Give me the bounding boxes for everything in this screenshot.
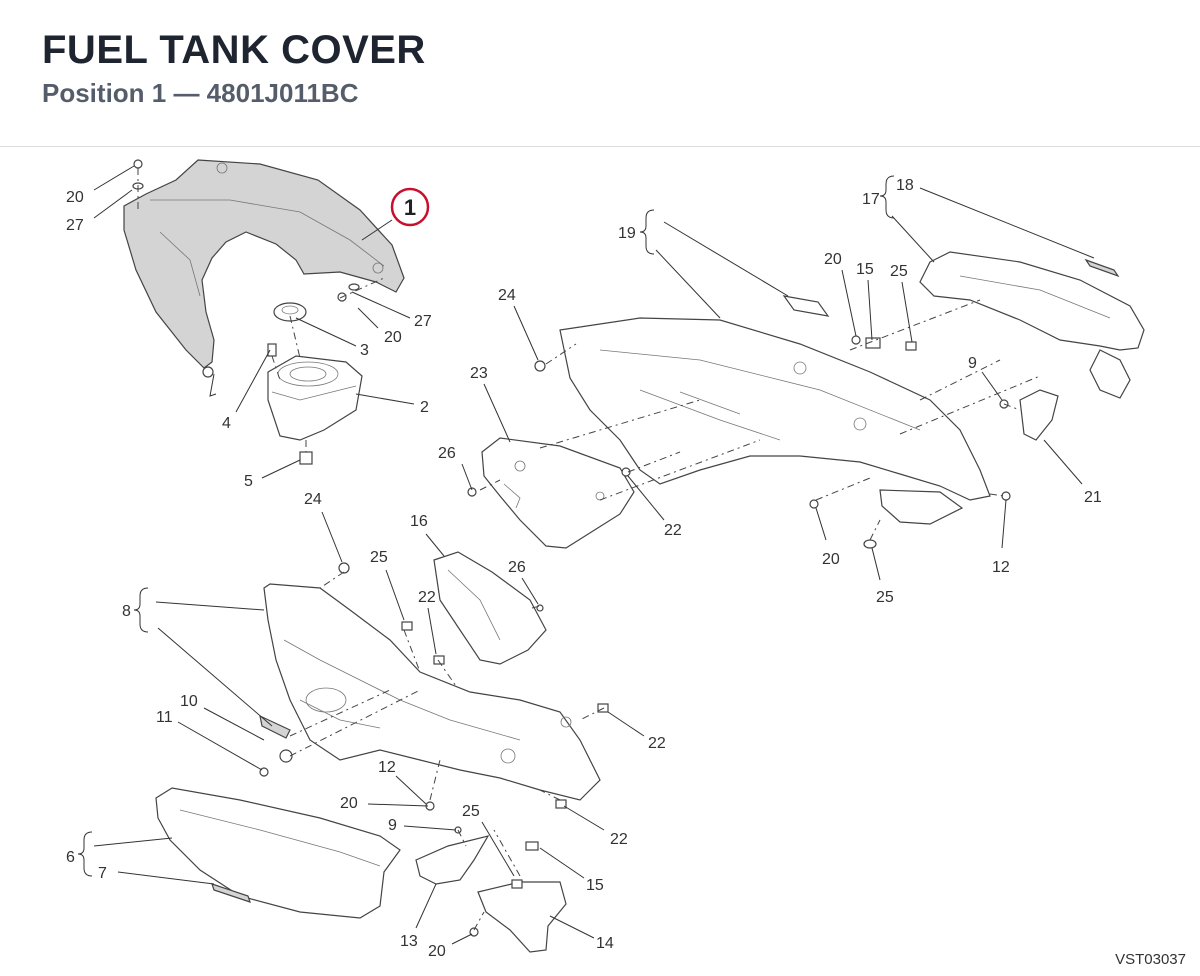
label-15: 15 <box>586 877 604 894</box>
label-17: 17 <box>862 191 880 208</box>
label-18: 18 <box>896 177 914 194</box>
part-2-cap-housing[interactable] <box>267 355 363 441</box>
label-13: 13 <box>400 933 418 950</box>
label-23: 23 <box>470 365 488 382</box>
label-27: 27 <box>414 313 432 330</box>
label-9: 9 <box>388 817 397 834</box>
part-19-trim-strip[interactable] <box>782 295 830 317</box>
part-23-plate[interactable] <box>481 437 635 549</box>
label-4: 4 <box>222 415 231 432</box>
label-10: 10 <box>180 693 198 710</box>
label-20: 20 <box>824 251 842 268</box>
part-21-bracket[interactable] <box>1019 389 1059 441</box>
fasteners-upper-right[interactable] <box>467 335 1011 549</box>
fasteners-20-27[interactable] <box>132 159 360 302</box>
label-19: 19 <box>618 225 636 242</box>
label-21: 21 <box>1084 489 1102 506</box>
label-12: 12 <box>992 559 1010 576</box>
label-22: 22 <box>648 735 666 752</box>
label-9: 9 <box>968 355 977 372</box>
label-22: 22 <box>418 589 436 606</box>
part-7-strip[interactable] <box>211 883 251 903</box>
label-3: 3 <box>360 342 369 359</box>
part-3-grommet[interactable] <box>273 302 307 322</box>
part-19-upper-panel[interactable] <box>559 317 991 501</box>
header: FUEL TANK COVER Position 1 — 4801J011BC <box>0 0 1200 147</box>
label-20: 20 <box>428 943 446 960</box>
part-4-screw[interactable] <box>267 343 277 357</box>
label-16: 16 <box>410 513 428 530</box>
page-subtitle: Position 1 — 4801J011BC <box>42 78 359 108</box>
label-25: 25 <box>876 589 894 606</box>
label-2: 2 <box>420 399 429 416</box>
label-26: 26 <box>438 445 456 462</box>
reference-code: VST03037 <box>1115 951 1186 968</box>
label-14: 14 <box>596 935 614 952</box>
label-12: 12 <box>378 759 396 776</box>
leader-lines <box>77 165 1095 945</box>
label-6: 6 <box>66 849 75 866</box>
part-18-strip[interactable] <box>1084 258 1120 278</box>
label-24: 24 <box>498 287 516 304</box>
label-20: 20 <box>66 189 84 206</box>
label-5: 5 <box>244 473 253 490</box>
assembly-lines <box>137 168 1041 931</box>
label-15: 15 <box>856 261 874 278</box>
label-25: 25 <box>462 803 480 820</box>
label-22: 22 <box>610 831 628 848</box>
label-11: 11 <box>156 709 173 726</box>
label-27: 27 <box>66 217 84 234</box>
part-8-side-panel[interactable] <box>263 583 601 801</box>
part-17-rear-panel[interactable] <box>919 251 1145 399</box>
part-19-lower-clip[interactable] <box>879 489 964 525</box>
label-26: 26 <box>508 559 526 576</box>
svg-text:1: 1 <box>404 195 416 220</box>
page-title: FUEL TANK COVER <box>42 28 426 72</box>
label-7: 7 <box>98 865 107 882</box>
part-1-highlight-marker: 1 <box>361 187 430 241</box>
part-14-cover[interactable] <box>477 881 567 953</box>
label-8: 8 <box>122 603 131 620</box>
label-20: 20 <box>340 795 358 812</box>
part-1-fuel-tank-cover[interactable] <box>123 159 405 397</box>
part-5-bushing[interactable] <box>299 451 313 465</box>
part-13-bracket[interactable] <box>415 835 490 885</box>
label-25: 25 <box>370 549 388 566</box>
label-25: 25 <box>890 263 908 280</box>
part-labels: 20 27 27 20 3 4 2 5 24 23 26 22 19 20 15… <box>66 177 1102 960</box>
label-20: 20 <box>822 551 840 568</box>
part-6-lower-panel[interactable] <box>155 787 401 919</box>
label-20: 20 <box>384 329 402 346</box>
label-24: 24 <box>304 491 322 508</box>
part-16-bracket[interactable] <box>433 551 547 665</box>
label-22: 22 <box>664 522 682 539</box>
